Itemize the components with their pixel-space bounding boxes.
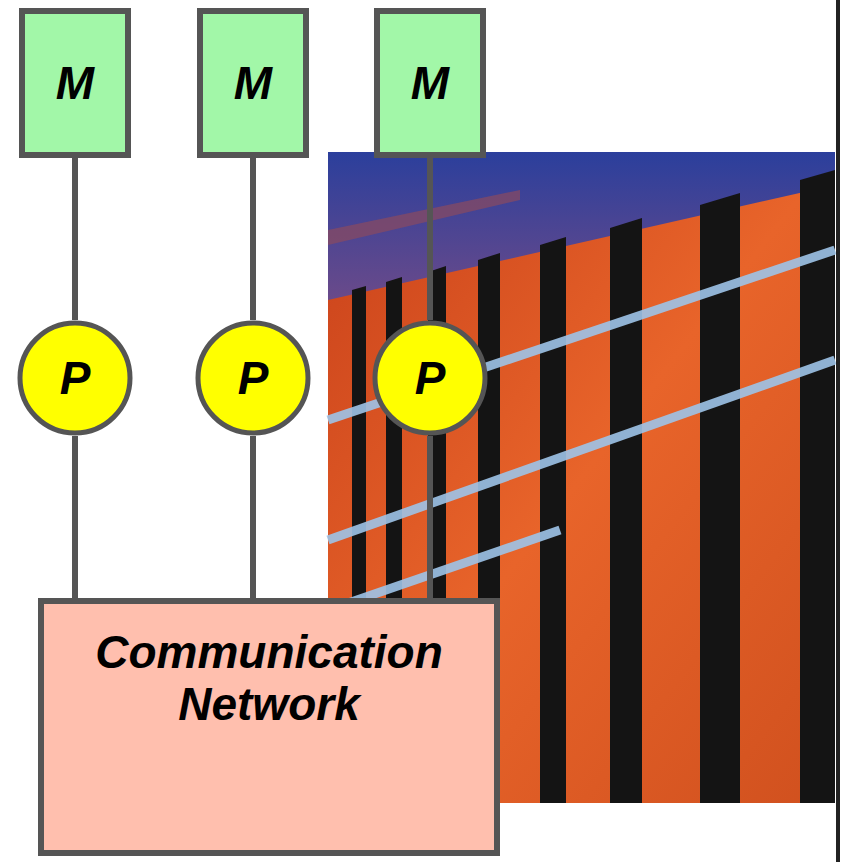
- node-label: Communication Network: [68, 626, 470, 730]
- node-label: M: [411, 57, 449, 109]
- processor-circle: P: [372, 320, 488, 436]
- node-label: P: [415, 352, 446, 404]
- node-label: P: [238, 352, 269, 404]
- bus-line: [427, 158, 433, 320]
- bus-line: [72, 158, 78, 320]
- node-label: P: [60, 352, 91, 404]
- memory-box: M: [374, 8, 486, 158]
- node-label: M: [56, 57, 94, 109]
- bus-line: [250, 158, 256, 320]
- bus-line: [427, 436, 433, 598]
- bus-line: [72, 436, 78, 598]
- processor-circle: P: [17, 320, 133, 436]
- network-box: Communication Network: [38, 598, 500, 856]
- memory-box: M: [197, 8, 309, 158]
- node-label: M: [234, 57, 272, 109]
- bus-line: [250, 436, 256, 598]
- memory-box: M: [19, 8, 131, 158]
- processor-circle: P: [195, 320, 311, 436]
